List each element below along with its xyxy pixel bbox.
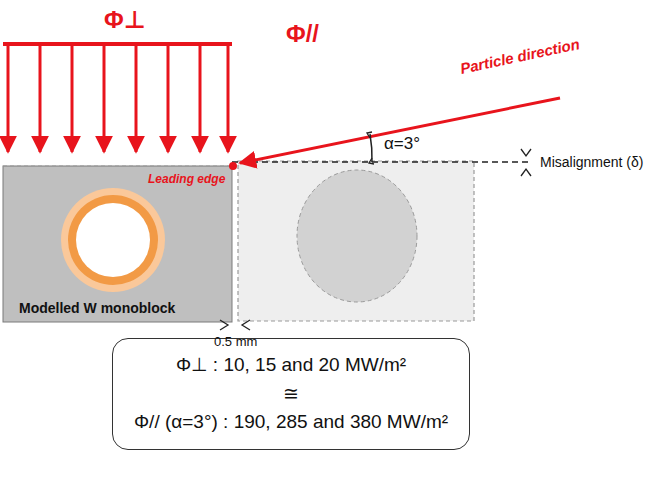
dimension-label: 0.5 mm [214,334,257,349]
flux-line: Φ// (α=3°) : 190, 285 and 380 MW/m² [134,408,448,437]
interlayer-ring [61,188,165,292]
flux-line: ≅ [283,380,299,409]
neighbour-hole [297,170,417,302]
flux-symbol: Φ// [286,20,319,48]
particle-arrow [240,98,560,163]
part-name: Modelled W monoblock [19,300,175,316]
w-monoblock-label: Modelled W monoblock [3,166,232,322]
flux-line: Φ⊥ : 10, 15 and 20 MW/m² [176,351,406,380]
w-monoblock [3,166,232,322]
neighbour-monoblock [238,161,474,321]
angle-label: α=3° [384,134,420,154]
dimension-label: Misalignment (δ) [540,154,643,170]
flux-symbol: Φ⊥ [104,6,146,34]
cooling-tube [68,195,158,285]
arrow-label: Particle direction [458,35,581,77]
leading-edge-dot [229,162,237,170]
coolant-channel [76,203,150,277]
edge-label: Leading edge [148,172,225,186]
flux-summary-box: Φ⊥ : 10, 15 and 20 MW/m²≅Φ// (α=3°) : 19… [112,338,470,450]
